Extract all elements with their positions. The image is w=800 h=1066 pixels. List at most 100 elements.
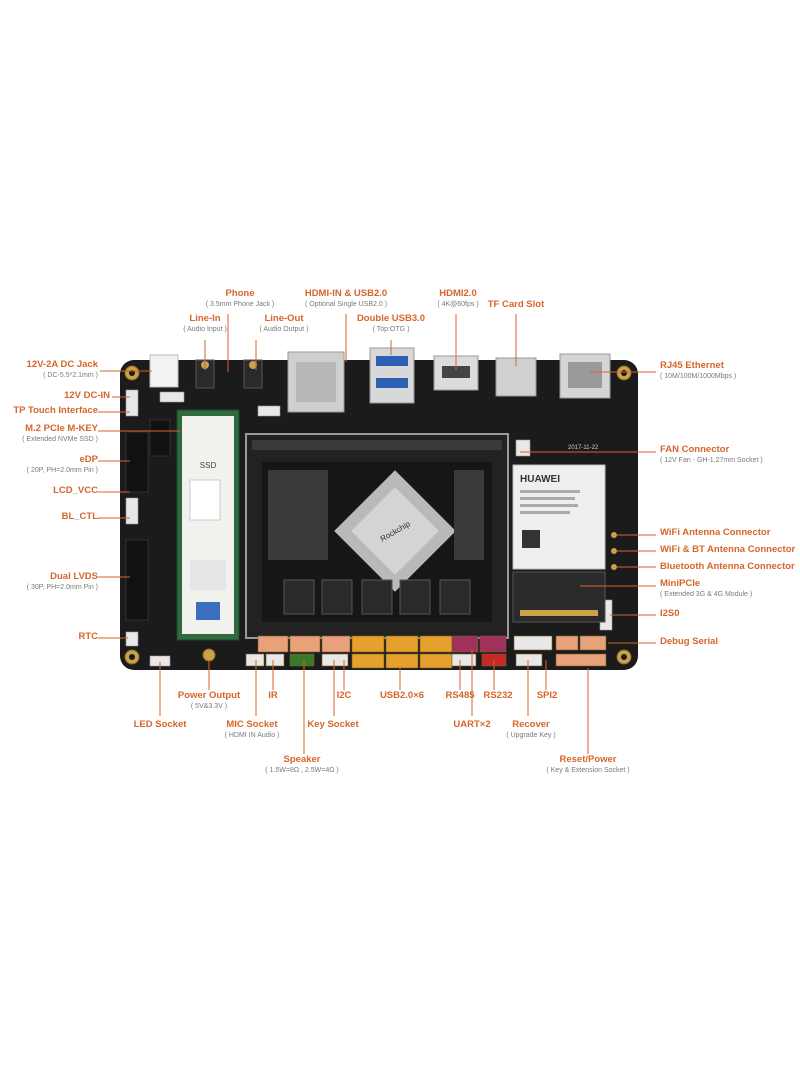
antenna-connectors <box>611 532 617 570</box>
label-mic-socket: MIC Socket ( HDMI IN Audio ) <box>224 719 280 740</box>
label-key-socket-title: Key Socket <box>307 719 359 730</box>
label-speaker-title: Speaker <box>283 754 321 765</box>
label-hdmi-in-sub: ( Optional Single USB2.0 ) <box>304 300 388 308</box>
label-phone-title: Phone <box>225 288 255 299</box>
label-debug-title: Debug Serial <box>660 636 719 647</box>
label-rj45: RJ45 Ethernet ( 10M/100M/1000Mbps ) <box>660 360 737 381</box>
label-lcd-vcc: LCD_VCC <box>53 485 98 497</box>
label-line-out: Line-Out ( Audio Output ) <box>259 313 309 334</box>
label-ir-title: IR <box>268 690 278 701</box>
label-dc-in-title: 12V DC-IN <box>64 390 110 401</box>
label-fan-title: FAN Connector <box>660 444 730 455</box>
label-tf-card: TF Card Slot <box>487 299 545 311</box>
label-uart-title: UART×2 <box>453 719 491 730</box>
label-wifi-bt-ant-title: WiFi & BT Antenna Connector <box>660 544 796 555</box>
label-i2s0-title: I2S0 <box>660 608 680 619</box>
label-mic-socket-sub: ( HDMI IN Audio ) <box>224 731 280 739</box>
label-m2-pcie-title: M.2 PCIe M-KEY <box>25 423 98 434</box>
label-fan-sub: ( 12V Fan - GH-1.27mm Socket ) <box>660 456 763 464</box>
label-double-usb3-sub: ( Top:OTG ) <box>372 325 410 333</box>
label-edp: eDP ( 20P, PH=2.0mm Pin ) <box>26 454 98 475</box>
label-key-socket: Key Socket <box>307 719 359 731</box>
label-dc-jack-title: 12V-2A DC Jack <box>26 359 98 370</box>
label-line-in-title: Line-In <box>189 313 221 324</box>
label-wifi-bt-ant: WiFi & BT Antenna Connector <box>660 544 796 556</box>
label-double-usb3-title: Double USB3.0 <box>356 313 426 324</box>
label-double-usb3: Double USB3.0 ( Top:OTG ) <box>356 313 426 334</box>
label-hdmi-in: HDMI-IN & USB2.0 ( Optional Single USB2.… <box>304 288 388 309</box>
label-spi2: SPI2 <box>537 690 558 702</box>
dc-jack-part <box>149 354 179 388</box>
label-tp-touch-title: TP Touch Interface <box>13 405 98 416</box>
label-minipcie: MiniPCIe ( Extended 3G & 4G Module ) <box>660 578 753 599</box>
label-reset-power-sub: ( Key & Extension Socket ) <box>546 766 630 774</box>
label-rj45-title: RJ45 Ethernet <box>660 360 724 371</box>
label-recover-title: Recover <box>512 719 550 730</box>
label-debug: Debug Serial <box>660 636 719 648</box>
label-dc-jack: 12V-2A DC Jack ( DC-5.5*2.1mm ) <box>26 359 98 380</box>
label-minipcie-sub: ( Extended 3G & 4G Module ) <box>660 590 753 598</box>
minipcie-module <box>512 464 606 570</box>
label-hdmi-in-title: HDMI-IN & USB2.0 <box>304 288 388 299</box>
label-uart: UART×2 <box>453 719 491 731</box>
label-line-out-sub: ( Audio Output ) <box>259 325 309 333</box>
label-rs232-title: RS232 <box>483 690 513 701</box>
label-m2-pcie: M.2 PCIe M-KEY ( Extended NVMe SSD ) <box>22 423 98 444</box>
label-rtc: RTC <box>78 631 98 643</box>
label-reset-power: Reset/Power ( Key & Extension Socket ) <box>546 754 630 775</box>
label-rj45-sub: ( 10M/100M/1000Mbps ) <box>660 372 737 380</box>
label-lcd-vcc-title: LCD_VCC <box>53 485 98 496</box>
label-edp-sub: ( 20P, PH=2.0mm Pin ) <box>26 466 98 474</box>
small-headers <box>125 389 613 667</box>
label-ir: IR <box>268 690 278 702</box>
label-line-in-sub: ( Audio Input ) <box>183 325 227 333</box>
label-recover-sub: ( Upgrade Key ) <box>506 731 556 739</box>
audio-jack-2 <box>243 359 263 389</box>
label-power-out: Power Output ( 5V&3.3V ) <box>177 690 241 711</box>
leader-lines <box>98 314 656 754</box>
label-fan: FAN Connector ( 12V Fan - GH-1.27mm Sock… <box>660 444 763 465</box>
label-dc-in: 12V DC-IN <box>64 390 110 402</box>
label-wifi-ant-title: WiFi Antenna Connector <box>660 527 771 538</box>
label-speaker-sub: ( 1.5W=8Ω , 2.5W=4Ω ) <box>265 766 339 774</box>
label-dual-lvds-title: Dual LVDS <box>50 571 98 582</box>
label-mic-socket-title: MIC Socket <box>226 719 278 730</box>
label-phone-sub: ( 3.5mm Phone Jack ) <box>205 300 275 308</box>
label-power-out-title: Power Output <box>177 690 241 701</box>
label-usb20x6: USB2.0×6 <box>379 690 425 702</box>
label-tp-touch: TP Touch Interface <box>13 405 98 417</box>
label-hdmi2-sub: ( 4K@60fps ) <box>437 300 479 308</box>
label-i2c-title: I2C <box>336 690 352 701</box>
label-dc-jack-sub: ( DC-5.5*2.1mm ) <box>43 371 98 379</box>
label-i2s0: I2S0 <box>660 608 680 620</box>
label-i2c: I2C <box>336 690 352 702</box>
label-usb20x6-title: USB2.0×6 <box>379 690 425 701</box>
label-led-socket: LED Socket <box>133 719 187 731</box>
label-hdmi2-title: HDMI2.0 <box>439 288 477 299</box>
label-hdmi2: HDMI2.0 ( 4K@60fps ) <box>437 288 479 309</box>
label-m2-pcie-sub: ( Extended NVMe SSD ) <box>22 435 98 443</box>
label-recover: Recover ( Upgrade Key ) <box>506 719 556 740</box>
label-dual-lvds-sub: ( 30P, PH=2.0mm Pin ) <box>26 583 98 591</box>
label-phone: Phone ( 3.5mm Phone Jack ) <box>205 288 275 309</box>
label-rtc-title: RTC <box>78 631 98 642</box>
label-rs232: RS232 <box>483 690 513 702</box>
label-led-socket-title: LED Socket <box>133 719 187 730</box>
pin-headers <box>125 419 171 621</box>
label-bt-ant: Bluetooth Antenna Connector <box>660 561 795 573</box>
label-bt-ant-title: Bluetooth Antenna Connector <box>660 561 795 572</box>
label-rs485: RS485 <box>445 690 475 702</box>
label-edp-title: eDP <box>79 454 98 465</box>
label-power-out-sub: ( 5V&3.3V ) <box>190 702 228 710</box>
bottom-connectors <box>245 635 607 669</box>
memory-chips <box>283 579 471 615</box>
label-tf-card-title: TF Card Slot <box>487 299 545 310</box>
board-date: 2017-11-22 <box>568 445 599 451</box>
label-dual-lvds: Dual LVDS ( 30P, PH=2.0mm Pin ) <box>26 571 98 592</box>
label-speaker: Speaker ( 1.5W=8Ω , 2.5W=4Ω ) <box>265 754 339 775</box>
label-rs485-title: RS485 <box>445 690 475 701</box>
ssd-brand-text: SSD <box>200 461 217 470</box>
label-reset-power-title: Reset/Power <box>559 754 617 765</box>
label-bl-ctl: BL_CTL <box>62 511 98 523</box>
